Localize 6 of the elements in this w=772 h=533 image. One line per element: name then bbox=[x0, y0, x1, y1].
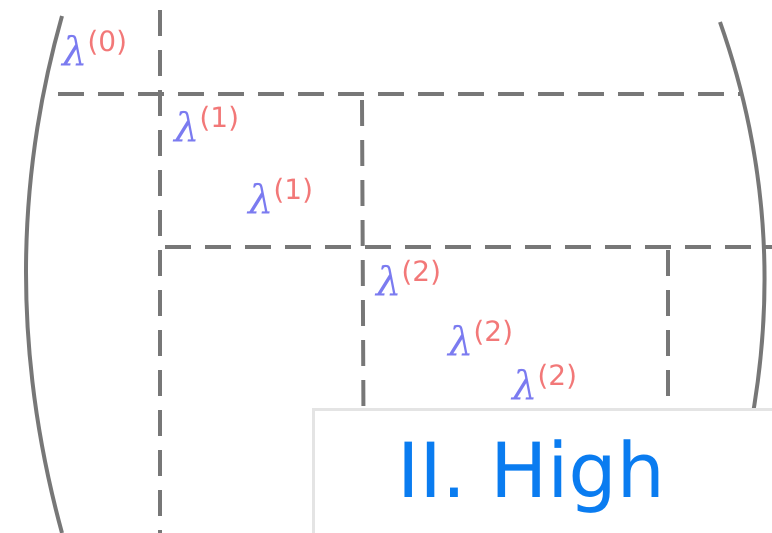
eigenvalue-label: λ$^{(1)}$ bbox=[174, 104, 240, 148]
eigenvalue-label: λ$^{(2)}$ bbox=[376, 258, 442, 302]
eigenvalue-label: λ$^{(2)}$ bbox=[448, 318, 514, 362]
eigenvalue-label: λ$^{(1)}$ bbox=[248, 176, 314, 220]
eigenvalue-label: λ$^{(0)}$ bbox=[62, 28, 128, 72]
eigenvalue-label: λ$^{(2)}$ bbox=[512, 362, 578, 406]
